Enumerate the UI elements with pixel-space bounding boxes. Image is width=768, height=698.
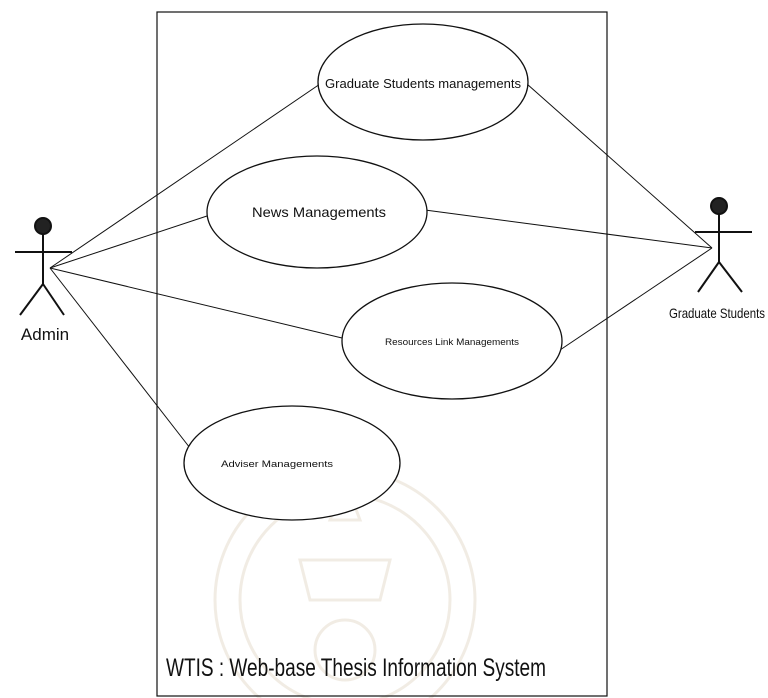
use-case-graduate-students-managements: [317, 23, 529, 141]
system-boundary: [156, 11, 608, 697]
association-admin-news-managements: [49, 214, 211, 269]
actor-graduate-students-head: [710, 197, 728, 215]
associations: [49, 83, 713, 449]
use-case-resources-link-managements: [341, 282, 563, 400]
use-case-adviser-managements: [183, 405, 401, 521]
actor-graduate-students-label: Graduate Students: [669, 305, 765, 321]
use-case-label-resources-link-managements: Resources Link Managements: [385, 337, 520, 347]
use-case-label-news-managements: News Managements: [252, 204, 386, 220]
use-case-news-managements: [206, 155, 428, 269]
system-title: WTIS : Web-base Thesis Information Syste…: [166, 654, 546, 682]
association-graduate-students-resources-link-managements: [559, 247, 713, 351]
use-cases: [183, 23, 563, 521]
association-admin-resources-link-managements: [49, 267, 343, 339]
use-case-label-adviser-managements: Adviser Managements: [221, 459, 334, 469]
actor-graduate-students: [695, 197, 752, 293]
association-graduate-students-news-managements: [424, 209, 713, 249]
actor-admin-label: Admin: [21, 325, 69, 344]
association-graduate-students-graduate-students-managements: [526, 83, 713, 249]
actor-admin-head: [34, 217, 52, 235]
use-case-label-graduate-students-managements: Graduate Students managements: [325, 76, 521, 91]
actor-admin: [15, 217, 72, 316]
association-admin-adviser-managements: [49, 267, 191, 449]
association-admin-graduate-students-managements: [49, 83, 321, 269]
